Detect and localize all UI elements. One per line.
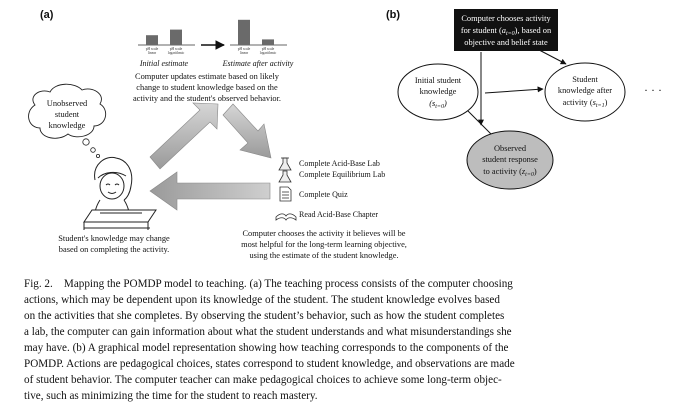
after-bar-label-2a: pH scale bbox=[262, 47, 275, 51]
action-line-3: objective and belief state bbox=[464, 38, 548, 47]
update-text-line-3: activity and the student's observed beha… bbox=[133, 94, 281, 103]
initial-estimate-bar-linear bbox=[146, 35, 158, 45]
choose-text-line-2: most helpful for the long-term learning … bbox=[241, 240, 407, 249]
thought-line-1: Unobserved bbox=[47, 99, 88, 108]
thought-line-2: student bbox=[55, 110, 80, 119]
after-node-line-3: activity (st=1) bbox=[563, 98, 608, 109]
document-icon bbox=[279, 186, 292, 202]
activity-read-chapter: Read Acid-Base Chapter bbox=[299, 210, 378, 219]
initial-estimate-caption: Initial estimate bbox=[139, 59, 189, 68]
student-at-desk-illustration bbox=[83, 156, 157, 230]
caption-line: tive, such as minimizing the time for th… bbox=[24, 390, 318, 402]
initial-bar-label-1a: pH scale bbox=[146, 47, 159, 51]
after-node-line-1: Student bbox=[572, 75, 598, 84]
after-bar-label-1b: linear bbox=[240, 51, 249, 55]
initial-bar-label-2a: pH scale bbox=[170, 47, 183, 51]
observation-node bbox=[466, 130, 554, 190]
observed-node-line-1: Observed bbox=[494, 144, 527, 153]
caption-line: may have. (b) A graphical model represen… bbox=[24, 342, 509, 354]
panel-a-label: (a) bbox=[40, 9, 54, 21]
activity-quiz: Complete Quiz bbox=[299, 190, 348, 199]
initial-bar-label-1b: linear bbox=[148, 51, 157, 55]
continuation-ellipsis: · · · bbox=[644, 83, 662, 97]
caption-line: on the activities that she completes. By… bbox=[24, 310, 505, 322]
panel-b-label: (b) bbox=[386, 9, 400, 21]
cycle-arrow-down-right bbox=[222, 103, 272, 159]
initial-estimate-chart: pH scale linear pH scale logarithmic Ini… bbox=[138, 29, 195, 68]
cycle-arrow-up-right bbox=[149, 102, 219, 170]
after-estimate-chart: pH scale linear pH scale logarithmic Est… bbox=[222, 19, 294, 68]
initial-estimate-bar-logarithmic bbox=[170, 29, 182, 45]
activity-acid-base-lab: Complete Acid-Base Lab bbox=[299, 159, 380, 168]
observed-node-line-2: student response bbox=[482, 155, 538, 164]
figure-caption: Fig. 2. Mapping the POMDP model to teach… bbox=[24, 276, 664, 404]
activity-equilibrium-lab: Complete Equilibrium Lab bbox=[299, 170, 385, 179]
initial-state-node bbox=[397, 63, 479, 121]
action-line-1: Computer chooses activity bbox=[461, 14, 551, 23]
initial-node-line-1: Initial student bbox=[415, 76, 462, 85]
initial-node-var: (st=0) bbox=[429, 99, 447, 110]
cycle-arrow-left bbox=[149, 171, 271, 211]
thought-bubble: Unobserved student knowledge bbox=[28, 83, 107, 158]
after-node-line-2: knowledge after bbox=[558, 86, 612, 95]
activity-list: Complete Acid-Base Lab Complete Equilibr… bbox=[275, 157, 385, 221]
caption-line: Fig. 2. Mapping the POMDP model to teach… bbox=[24, 278, 513, 290]
flask-icon bbox=[278, 157, 292, 171]
observed-node-line-3: to activity (zt=0) bbox=[483, 167, 537, 178]
initial-bar-label-2b: logarithmic bbox=[168, 51, 185, 55]
after-estimate-caption: Estimate after activity bbox=[222, 59, 294, 68]
caption-line: POMDP. Actions are pedagogical choices, … bbox=[24, 358, 515, 370]
initial-node-line-2: knowledge bbox=[420, 87, 457, 96]
thought-line-3: knowledge bbox=[49, 121, 86, 130]
update-text-line-2: change to student knowledge based on the bbox=[136, 83, 278, 92]
student-text-line-1: Student's knowledge may change bbox=[58, 234, 170, 243]
figure-canvas: (a) pH scale linear pH scale logarithmic… bbox=[28, 9, 662, 260]
update-text-line-1: Computer updates estimate based on likel… bbox=[135, 72, 280, 81]
caption-line: actions, which may be dependent upon its… bbox=[24, 294, 500, 306]
caption-line: a lab, the computer can gain information… bbox=[24, 326, 512, 338]
after-bar-label-1a: pH scale bbox=[238, 47, 251, 51]
choose-text-line-1: Computer chooses the activity it believe… bbox=[242, 229, 405, 238]
after-estimate-bar-logarithmic bbox=[262, 39, 274, 45]
state-transition-edge bbox=[484, 86, 544, 94]
flask-icon bbox=[278, 170, 292, 183]
action-line-2: for student (at=0), based on bbox=[461, 26, 552, 37]
next-state-node bbox=[544, 62, 626, 122]
caption-line: of student behavior. The computer teache… bbox=[24, 374, 502, 386]
action-box bbox=[454, 9, 558, 51]
after-bar-label-2b: logarithmic bbox=[260, 51, 277, 55]
student-text-line-2: based on completing the activity. bbox=[59, 245, 169, 254]
choose-text-line-3: using the estimate of the student knowle… bbox=[249, 251, 398, 260]
book-icon bbox=[275, 213, 297, 221]
after-estimate-bar-linear bbox=[238, 19, 250, 45]
